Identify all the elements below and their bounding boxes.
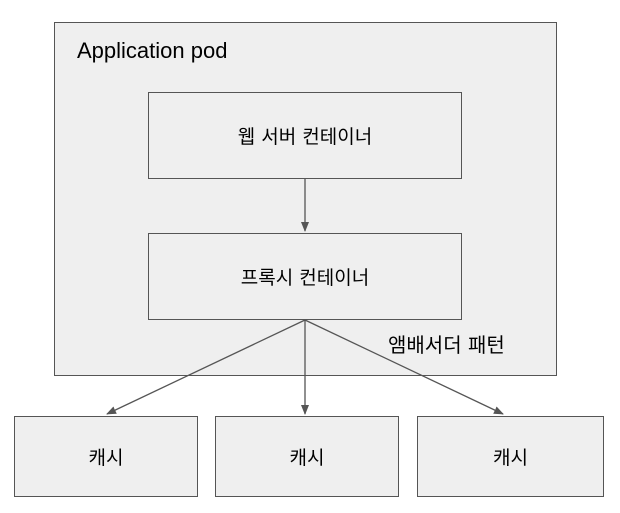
pod-title: Application pod xyxy=(77,38,228,63)
proxy-container: 프록시 컨테이너 xyxy=(148,233,462,320)
application-pod xyxy=(54,22,557,376)
cache-label-1: 캐시 xyxy=(88,447,124,469)
cache-box-2: 캐시 xyxy=(215,416,399,497)
proxy-container-label: 프록시 컨테이너 xyxy=(240,267,370,289)
ambassador-pattern-label: 앰배서더 패턴 xyxy=(388,333,505,357)
web-server-container-label: 웹 서버 컨테이너 xyxy=(237,126,373,148)
cache-box-3: 캐시 xyxy=(417,416,604,497)
web-server-container: 웹 서버 컨테이너 xyxy=(148,92,462,179)
cache-box-1: 캐시 xyxy=(14,416,198,497)
cache-label-3: 캐시 xyxy=(493,447,528,469)
cache-label-2: 캐시 xyxy=(289,447,325,469)
